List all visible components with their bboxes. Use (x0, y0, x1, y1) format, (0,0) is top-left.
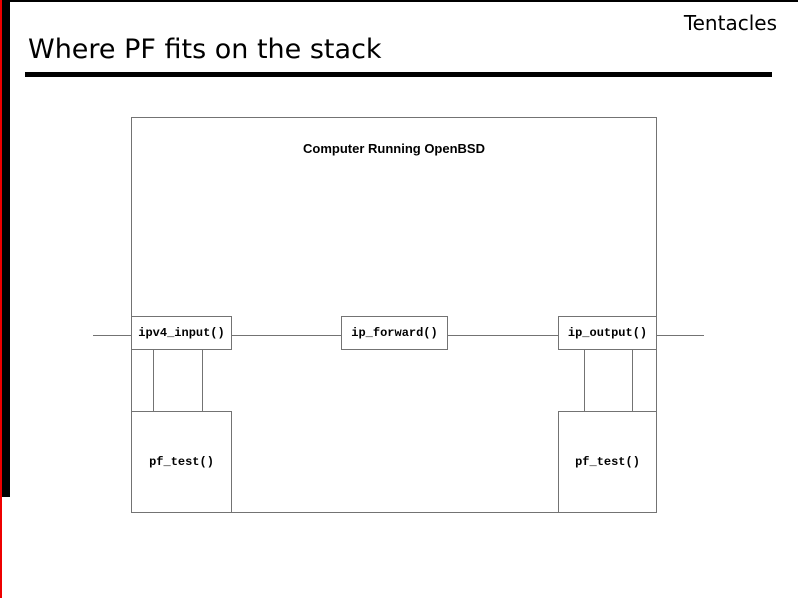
brand-text: Tentacles (683, 11, 777, 35)
network-wire-segment-mid-left (232, 335, 341, 336)
network-wire-segment-mid-right (448, 335, 558, 336)
function-box-ip-forward: ip_forward() (341, 316, 448, 350)
page-title: Where PF fits on the stack (28, 34, 382, 65)
pf-test-box-left: pf_test() (131, 411, 232, 513)
function-box-ipv4-input: ipv4_input() (131, 316, 232, 350)
left-edge-red-line (0, 0, 2, 598)
title-underline (25, 72, 772, 77)
pf-test-box-right: pf_test() (558, 411, 657, 513)
call-connector-line-right-a (584, 350, 585, 411)
function-box-ip-output-label: ip_output() (567, 326, 648, 340)
pf-test-box-left-label: pf_test() (149, 455, 214, 469)
network-wire-segment-left (93, 335, 131, 336)
left-edge-black-bar (2, 0, 10, 497)
function-box-ipv4-input-label: ipv4_input() (138, 326, 225, 340)
network-wire-segment-right (657, 335, 704, 336)
call-connector-line-right-b (632, 350, 633, 411)
computer-openbsd-box (131, 117, 657, 513)
computer-openbsd-caption: Computer Running OpenBSD (303, 141, 485, 156)
top-edge-black-rule (0, 0, 798, 2)
pf-test-box-right-label: pf_test() (575, 455, 640, 469)
call-connector-line-left-b (202, 350, 203, 411)
function-box-ip-forward-label: ip_forward() (351, 326, 438, 340)
function-box-ip-output: ip_output() (558, 316, 657, 350)
call-connector-line-left-a (153, 350, 154, 411)
